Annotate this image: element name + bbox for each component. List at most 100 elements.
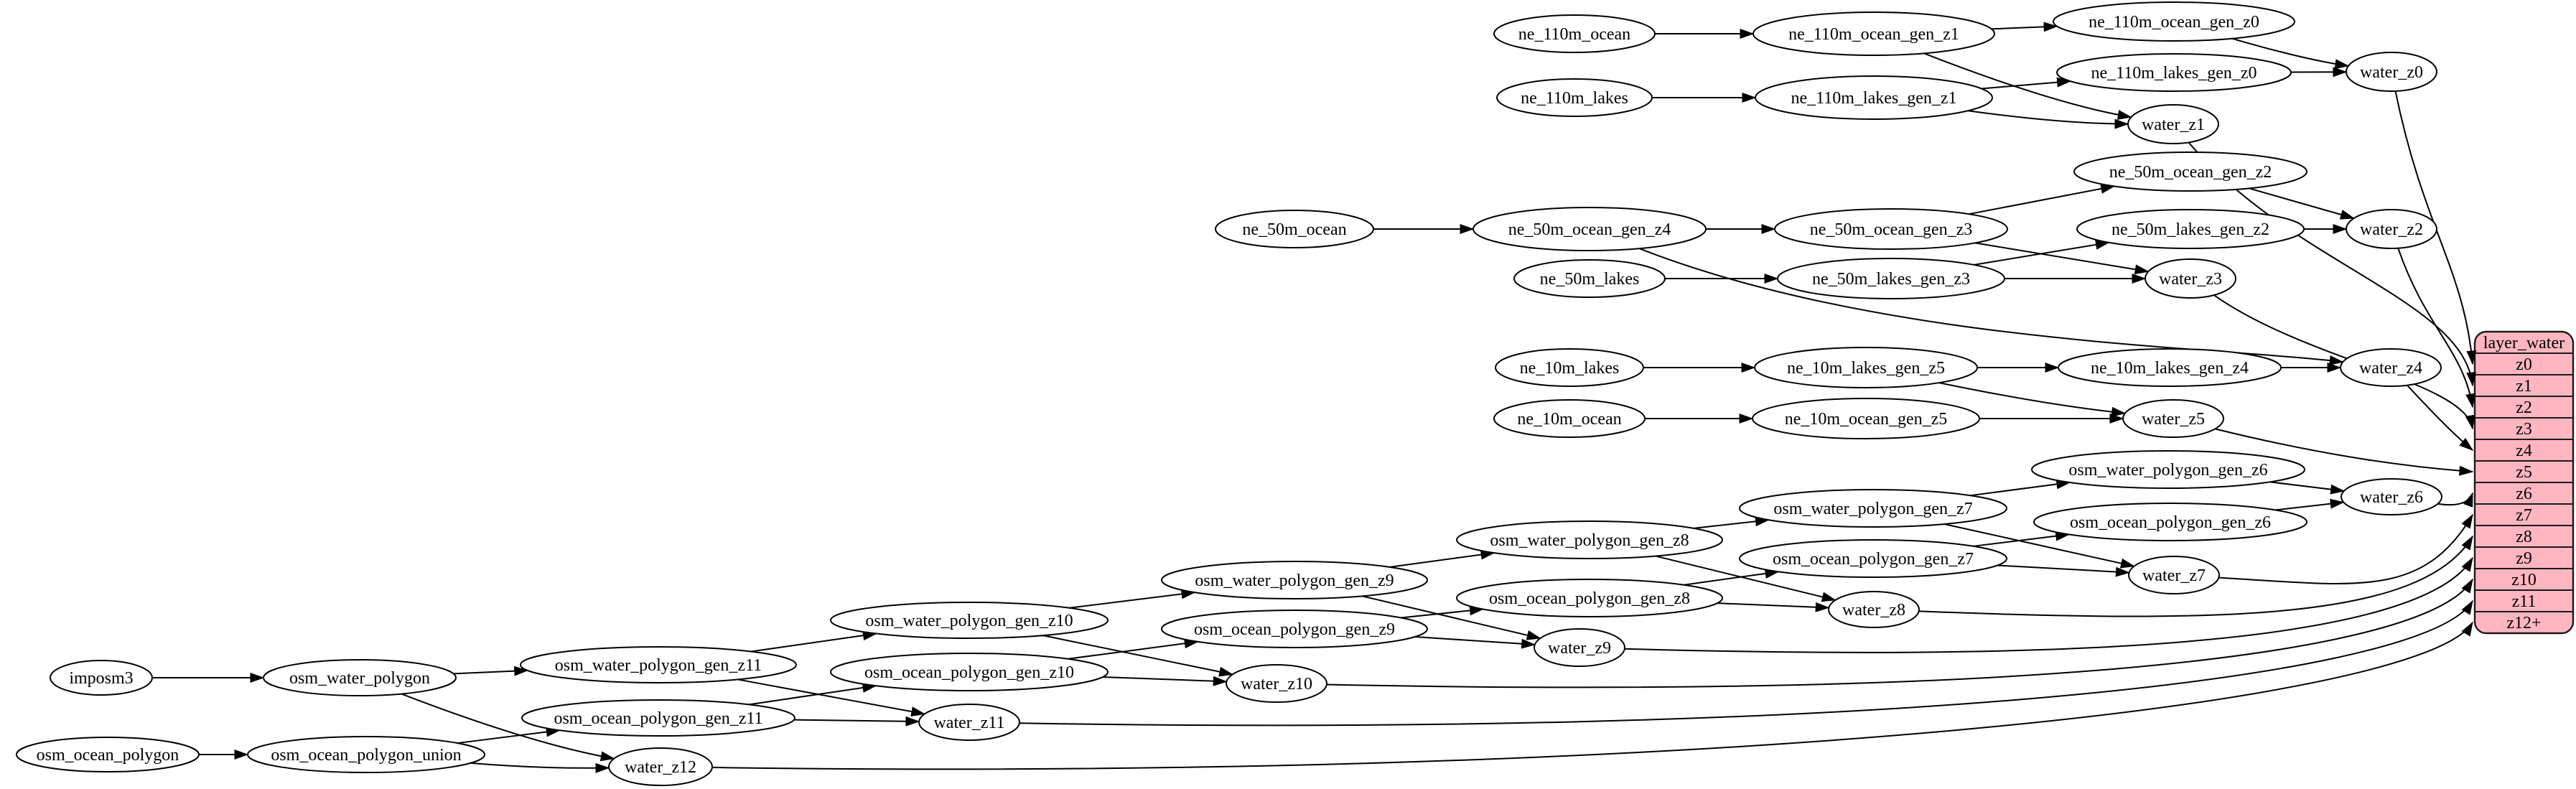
- edge-osm_ocean_polygon_gen_z9-to-water_z9: [1414, 635, 1536, 649]
- ne_50m_lakes-shape: [1513, 259, 1666, 298]
- osm_water_polygon_gen_z11-shape: [520, 646, 797, 683]
- osm_ocean_polygon_gen_z10-shape: [830, 653, 1109, 691]
- node-ne_50m_ocean: ne_50m_ocean: [1215, 210, 1374, 248]
- water_z1-shape: [2127, 104, 2219, 144]
- edge-osm_water_polygon_gen_z7-to-water_z7: [1943, 523, 2135, 569]
- node-ne_50m_lakes_gen_z2: ne_50m_lakes_gen_z2: [2076, 209, 2305, 249]
- edge-ne_110m_ocean_gen_z1-to-water_z1: [1923, 52, 2132, 120]
- node-osm_water_polygon_gen_z6: osm_water_polygon_gen_z6: [2031, 450, 2305, 489]
- edge-ne_10m_lakes_gen_z5-to-water_z5: [1938, 382, 2127, 417]
- ne_50m_ocean_gen_z3-label: ne_50m_ocean_gen_z3: [1810, 220, 1973, 239]
- osm_ocean_polygon_gen_z8-shape: [1456, 579, 1723, 617]
- ne_50m_lakes_gen_z3-shape: [1777, 258, 2005, 299]
- edge-osm_ocean_polygon_gen_z10-to-water_z10: [1102, 676, 1228, 686]
- edge-osm_water_polygon_gen_z10-to-osm_water_polygon_gen_z9: [1069, 589, 1196, 609]
- water_z7-shape: [2128, 556, 2220, 594]
- node-ne_50m_ocean_gen_z4: ne_50m_ocean_gen_z4: [1473, 207, 1707, 251]
- nodes: ne_110m_ocean ne_110m_ocean_gen_z1 ne_110m…: [16, 1, 2442, 786]
- edge-water_z11-to-layer_water-z11: [1019, 599, 2473, 727]
- ne_110m_ocean-label: ne_110m_ocean: [1518, 25, 1630, 44]
- water_z0-shape: [2346, 52, 2437, 92]
- water_z0-label: water_z0: [2360, 63, 2423, 82]
- water_z9-shape: [1534, 628, 1625, 667]
- edge-osm_water_polygon-to-osm_water_polygon_gen_z11: [453, 666, 529, 676]
- water_z5-shape: [2122, 399, 2224, 438]
- edge-water_z4-to-layer_water-z4: [2407, 384, 2474, 451]
- layer-water-row-z12+: z12+: [2506, 614, 2541, 632]
- ne_10m_lakes_gen_z5-shape: [1754, 347, 1978, 388]
- node-osm_water_polygon: osm_water_polygon: [263, 659, 457, 696]
- edge-osm_ocean_polygon_gen_z11-to-water_z11: [793, 716, 920, 727]
- node-ne_50m_lakes: ne_50m_lakes: [1513, 259, 1666, 298]
- edge-osm_ocean_polygon_union-to-osm_ocean_polygon_gen_z11: [457, 727, 561, 744]
- osm_water_polygon_gen_z6-shape: [2031, 450, 2305, 489]
- water_z9-label: water_z9: [1548, 639, 1611, 658]
- edge-ne_110m_ocean_gen_z0-to-water_z0: [2231, 37, 2350, 70]
- edge-ne_50m_ocean_gen_z4-to-water_z4: [1638, 248, 2344, 365]
- edge-water_z10-to-layer_water-z10: [1326, 578, 2473, 688]
- edge-osm_ocean_polygon_gen_z7-to-osm_ocean_polygon_gen_z6: [1973, 531, 2071, 547]
- node-ne_110m_ocean: ne_110m_ocean: [1493, 14, 1656, 53]
- node-water_z7: water_z7: [2128, 556, 2220, 594]
- edge-osm_ocean_polygon_gen_z6-to-water_z6: [2275, 498, 2345, 511]
- ne_110m_lakes_gen_z0-shape: [2056, 53, 2292, 92]
- ne_10m_ocean-label: ne_10m_ocean: [1517, 410, 1621, 429]
- edge-osm_ocean_polygon_gen_z9-to-osm_ocean_polygon_gen_z8: [1401, 605, 1484, 619]
- edge-osm_water_polygon_gen_z9-to-water_z9: [1362, 595, 1541, 640]
- edge-osm_water_polygon_gen_z11-to-osm_water_polygon_gen_z10: [751, 630, 877, 653]
- node-osm_water_polygon_gen_z10: osm_water_polygon_gen_z10: [830, 602, 1109, 639]
- node-water_z2: water_z2: [2346, 209, 2437, 249]
- osm_water_polygon_gen_z9-shape: [1161, 561, 1428, 599]
- node-osm_ocean_polygon_gen_z8: osm_ocean_polygon_gen_z8: [1456, 579, 1723, 617]
- osm_water_polygon_gen_z10-label: osm_water_polygon_gen_z10: [865, 612, 1073, 630]
- edge-water_z5-to-layer_water-z5: [2215, 428, 2474, 476]
- edge-osm_water_polygon_gen_z8-to-water_z8: [1655, 555, 1837, 602]
- edge-water_z7-to-layer_water-z7: [2218, 513, 2473, 584]
- water_z10-shape: [1226, 664, 1327, 703]
- ne_50m_ocean_gen_z2-shape: [2073, 151, 2307, 192]
- node-water_z5: water_z5: [2122, 399, 2224, 438]
- osm_water_polygon-label: osm_water_polygon: [289, 669, 430, 688]
- osm_water_polygon_gen_z8-label: osm_water_polygon_gen_z8: [1490, 531, 1689, 550]
- node-water_z10: water_z10: [1226, 664, 1327, 703]
- water_z6-label: water_z6: [2360, 488, 2423, 507]
- node-water_z9: water_z9: [1534, 628, 1625, 667]
- ne_110m_ocean_gen_z0-label: ne_110m_ocean_gen_z0: [2089, 13, 2259, 32]
- water_z11-label: water_z11: [933, 714, 1004, 732]
- water_z10-label: water_z10: [1241, 675, 1312, 694]
- ne_50m_ocean-label: ne_50m_ocean: [1242, 220, 1346, 239]
- ne_110m_lakes_gen_z1-shape: [1755, 75, 1993, 120]
- water_z7-label: water_z7: [2142, 566, 2206, 585]
- edge-ne_50m_lakes_gen_z3-to-ne_50m_lakes_gen_z2: [1974, 239, 2110, 266]
- water_z6-shape: [2341, 478, 2442, 515]
- node-ne_110m_ocean_gen_z1: ne_110m_ocean_gen_z1: [1753, 11, 1995, 56]
- osm_ocean_polygon_union-shape: [247, 736, 485, 773]
- osm_water_polygon_gen_z9-label: osm_water_polygon_gen_z9: [1195, 571, 1394, 590]
- node-osm_ocean_polygon: osm_ocean_polygon: [16, 737, 200, 772]
- ne_50m_lakes_gen_z2-label: ne_50m_lakes_gen_z2: [2111, 220, 2269, 239]
- ne_10m_ocean-shape: [1493, 399, 1646, 438]
- node-ne_50m_ocean_gen_z2: ne_50m_ocean_gen_z2: [2073, 151, 2307, 192]
- node-ne_110m_lakes_gen_z1: ne_110m_lakes_gen_z1: [1755, 75, 1993, 120]
- osm_water_polygon_gen_z7-shape: [1739, 489, 2007, 528]
- node-ne_110m_ocean_gen_z0: ne_110m_ocean_gen_z0: [2053, 1, 2295, 42]
- node-osm_ocean_polygon_gen_z6: osm_ocean_polygon_gen_z6: [2033, 503, 2307, 541]
- node-water_z3: water_z3: [2145, 258, 2236, 299]
- osm_ocean_polygon_union-label: osm_ocean_polygon_union: [271, 746, 461, 765]
- node-water_z0: water_z0: [2346, 52, 2437, 92]
- osm_water_polygon-shape: [263, 659, 457, 696]
- node-osm_ocean_polygon_gen_z9: osm_ocean_polygon_gen_z9: [1161, 610, 1428, 648]
- layer-water-title: layer_water: [2483, 334, 2565, 353]
- edge-osm_water_polygon_gen_z8-to-osm_water_polygon_gen_z7: [1693, 516, 1770, 529]
- osm_ocean_polygon-label: osm_ocean_polygon: [37, 746, 179, 765]
- node-ne_10m_ocean_gen_z5: ne_10m_ocean_gen_z5: [1752, 398, 1980, 439]
- osm_ocean_polygon-shape: [16, 737, 200, 772]
- node-water_z12: water_z12: [608, 747, 713, 786]
- ne_10m_ocean_gen_z5-shape: [1752, 398, 1980, 439]
- layer-water-node: layer_waterz0z1z2z3z4z5z6z7z8z9z10z11z12…: [2473, 330, 2575, 635]
- edge-osm_ocean_polygon_union-to-water_z12: [470, 762, 610, 773]
- layer-water-row-z10: z10: [2511, 571, 2537, 589]
- imposm3-shape: [50, 660, 153, 696]
- edge-water_z9-to-layer_water-z9: [1624, 556, 2473, 653]
